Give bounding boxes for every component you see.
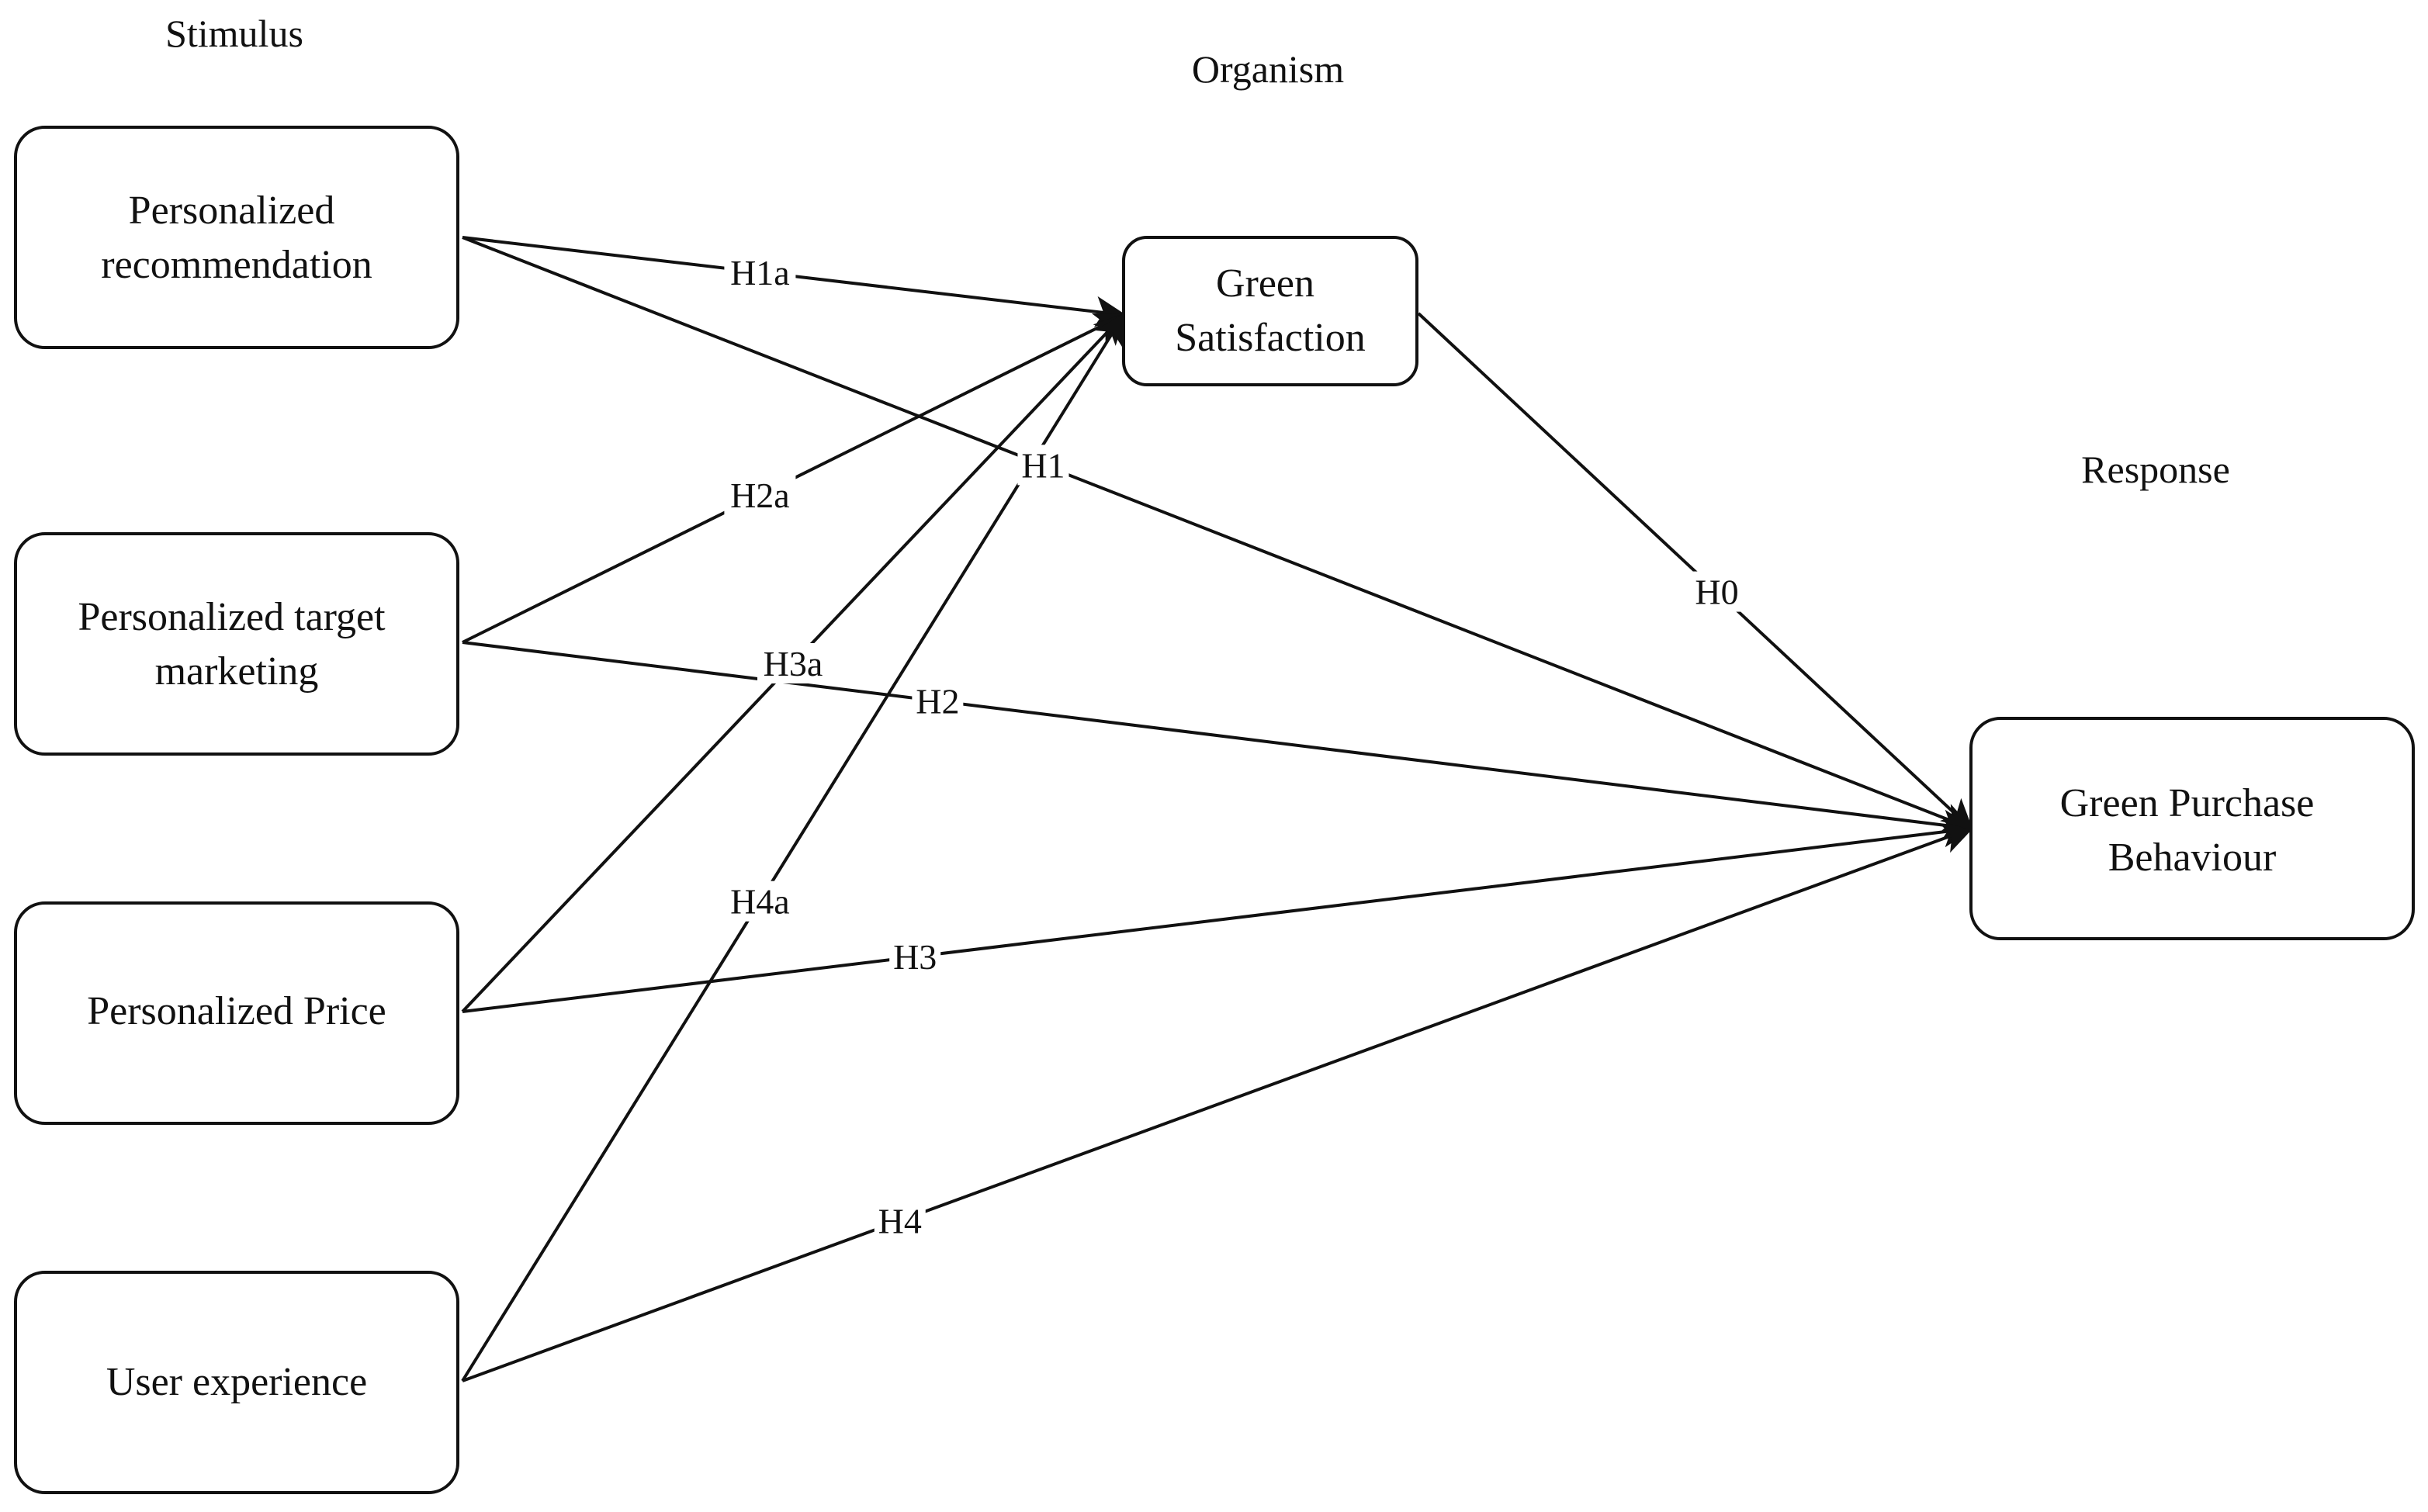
edge-label-background — [724, 252, 796, 292]
stimulus-heading: Stimulus — [165, 12, 303, 55]
edge-label-h1a: H1a — [724, 252, 796, 292]
edge-label-text: H2 — [916, 682, 959, 721]
edge-label-text: H1 — [1021, 445, 1065, 485]
edge-label-text: H3a — [764, 644, 823, 683]
edge-label-background — [724, 475, 796, 516]
edge-label-background — [1017, 445, 1069, 486]
node-label-line: Behaviour — [2108, 836, 2277, 880]
node-label-line: Green Purchase — [2060, 781, 2315, 825]
edge-label-background — [874, 1200, 926, 1241]
edge-label-text: H4a — [730, 882, 790, 922]
node-label-line: Satisfaction — [1175, 316, 1366, 360]
node-green-purchase-behaviour: Green Purchase Behaviour — [1969, 717, 2415, 940]
edge-label-background — [1691, 571, 1743, 612]
edge-label-text: H4 — [878, 1202, 922, 1241]
edge-label-h2a: H2a — [724, 475, 796, 516]
svg-text:Personalized recommendat: Personalized recommendation — [101, 189, 372, 287]
edge-label-h3a: H3a — [757, 643, 829, 683]
edge-label-h1: H1 — [1017, 445, 1069, 486]
edge-label-background — [757, 643, 829, 683]
edge-arrow-h3 — [462, 816, 1974, 1013]
svg-text:Green Satisfaction: Green Satisfaction — [1175, 261, 1366, 360]
svg-text:User experience: User experience — [106, 1360, 367, 1404]
edge-label-h2: H2 — [912, 680, 964, 721]
edge-label-h4a: H4a — [724, 881, 796, 922]
node-label-line: User experience — [106, 1360, 367, 1404]
edge-label-h4: H4 — [874, 1200, 926, 1241]
node-label-line: Green — [1216, 261, 1314, 306]
edge-label-h3: H3 — [889, 936, 941, 977]
edge-label-text: H2a — [730, 476, 790, 515]
organism-heading: Organism — [1192, 47, 1344, 91]
edge-arrow-h1 — [462, 236, 1974, 833]
node-personalized-target-marketing: Personalized target marketing — [14, 532, 459, 756]
svg-text:Personalized target mark: Personalized target marketing — [78, 595, 395, 694]
edge-label-background — [724, 881, 796, 922]
edge-arrow-h4a — [461, 312, 1126, 1382]
node-personalized-recommendation: Personalized recommendation — [14, 126, 459, 349]
edge-arrow-h2 — [462, 641, 1974, 841]
edge-label-background — [912, 680, 964, 721]
node-label-line: marketing — [155, 649, 319, 694]
edge-label-background — [889, 936, 941, 977]
node-green-satisfaction: Green Satisfaction — [1122, 236, 1418, 386]
edge-arrow-h4 — [462, 823, 1974, 1382]
edge-label-text: H0 — [1695, 573, 1738, 612]
node-personalized-price: Personalized Price — [14, 901, 459, 1125]
node-user-experience: User experience — [14, 1271, 459, 1494]
edge-label-text: H3 — [893, 937, 937, 977]
response-heading: Response — [2081, 448, 2230, 491]
node-label-line: Personalized target — [78, 595, 386, 639]
edge-label-text: H1a — [730, 253, 790, 292]
edge-arrow-h0 — [1417, 312, 1973, 831]
node-label-line: recommendation — [101, 243, 372, 287]
edge-label-h0: H0 — [1691, 571, 1743, 612]
svg-text:Green Purchase Behaviour: Green Purchase Behaviour — [2060, 781, 2325, 880]
node-label-line: Personalized Price — [87, 989, 386, 1033]
node-label-line: Personalized — [129, 189, 335, 233]
svg-text:Personalized Price: Personalized Price — [87, 989, 386, 1033]
